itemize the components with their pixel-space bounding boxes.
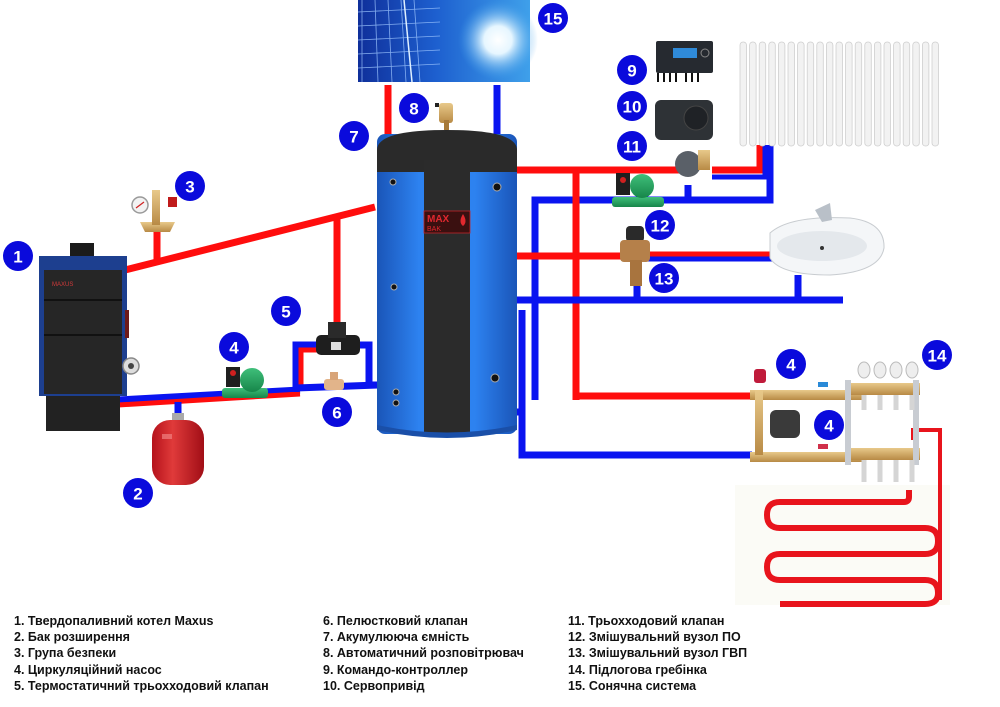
callout-number: 9 xyxy=(627,62,636,81)
circulation-pump-radiator xyxy=(612,173,664,207)
legend-column-1: 1. Твердопаливний котел Maxus 2. Бак роз… xyxy=(14,613,269,694)
radiator-bypass-pipe xyxy=(712,145,768,180)
underfloor-manifold xyxy=(845,361,920,482)
sun-icon xyxy=(458,0,538,80)
callout-number: 2 xyxy=(133,485,142,504)
three-way-valve xyxy=(675,150,710,177)
callout-number: 7 xyxy=(349,128,358,147)
dhw-mixing-valve xyxy=(620,226,650,286)
radiator-feed-pipe xyxy=(712,145,764,174)
callout-badge-2: 2 xyxy=(123,478,153,508)
legend-column-2: 6. Пелюстковий клапан 7. Акумулююча ємні… xyxy=(323,613,524,694)
callout-number: 3 xyxy=(185,178,194,197)
callout-badge-14: 14 xyxy=(922,340,952,370)
bypass-cold-pipe xyxy=(292,341,318,392)
legend-item: 11. Трьохходовий клапан xyxy=(568,614,725,628)
check-valve xyxy=(324,372,344,390)
boiler-supply-pipe xyxy=(124,203,376,274)
boiler-brand: MAXUS xyxy=(52,282,73,288)
bypass-hot-pipe xyxy=(298,347,318,390)
controller-display xyxy=(673,48,697,58)
solid-fuel-boiler: MAXUS xyxy=(39,243,140,431)
legend-item: 5. Термостатичний трьохходовий клапан xyxy=(14,678,269,693)
callout-number: 14 xyxy=(928,347,947,366)
boiler-return-mix-pipe xyxy=(117,391,301,408)
thermo-valve-out-pipe xyxy=(358,341,378,389)
controller xyxy=(656,41,713,82)
legend-item: 12. Змішувальний вузол ПО xyxy=(568,630,741,645)
thermostatic-three-way-valve xyxy=(316,322,360,355)
legend-item: 10. Сервопривід xyxy=(323,678,425,693)
legend-item: 14. Підлогова гребінка xyxy=(568,662,707,677)
legend-item: 3. Група безпеки xyxy=(14,646,117,661)
callout-badge-11: 11 xyxy=(617,131,647,161)
expansion-tank xyxy=(152,413,204,485)
legend-item: 6. Пелюстковий клапан xyxy=(323,614,468,628)
washbasin xyxy=(769,203,885,276)
callout-badge-4: 4 xyxy=(776,349,806,379)
callout-badge-15: 15 xyxy=(538,3,568,33)
legend-item: 8. Автоматичний розповітрювач xyxy=(323,646,524,661)
accumulator-tank: MAX BAK xyxy=(377,130,517,438)
callout-number: 6 xyxy=(332,404,341,423)
callout-badge-4: 4 xyxy=(814,410,844,440)
callout-number: 4 xyxy=(229,339,239,358)
solar-system xyxy=(357,0,538,83)
flame-icon xyxy=(460,214,466,226)
callout-badge-6: 6 xyxy=(322,397,352,427)
legend-item: 9. Командо-контроллер xyxy=(323,662,468,677)
servo-drive xyxy=(655,100,713,140)
legend-item: 7. Акумулююча ємність xyxy=(323,630,470,645)
callout-number: 5 xyxy=(281,303,290,322)
callout-badge-7: 7 xyxy=(339,121,369,151)
legend-item: 4. Циркуляційний насос xyxy=(14,662,162,677)
radiator xyxy=(739,41,939,147)
callout-number: 11 xyxy=(623,138,641,157)
pipes xyxy=(117,85,950,607)
callout-badge-12: 12 xyxy=(645,210,675,240)
callout-badge-4: 4 xyxy=(219,332,249,362)
legend-item: 15. Сонячна система xyxy=(568,678,697,693)
mixing-unit-pump xyxy=(770,410,800,438)
safety-group xyxy=(131,190,177,232)
callout-badge-10: 10 xyxy=(617,91,647,121)
tank-brand-max: MAX xyxy=(427,214,450,225)
callout-badge-1: 1 xyxy=(3,241,33,271)
callout-badge-9: 9 xyxy=(617,55,647,85)
callout-number: 4 xyxy=(786,356,796,375)
legend-item: 2. Бак розширення xyxy=(14,630,130,645)
callout-number: 4 xyxy=(824,417,834,436)
boiler-return-pipe xyxy=(117,386,301,404)
faucet-icon xyxy=(815,203,832,222)
callout-number: 15 xyxy=(544,10,563,29)
legend-column-3: 11. Трьохходовий клапан 12. Змішувальний… xyxy=(568,613,747,694)
legend-item: 13. Змішувальний вузол ГВП xyxy=(568,646,748,661)
callout-number: 8 xyxy=(409,100,418,119)
callout-number: 12 xyxy=(651,217,670,236)
callout-badge-13: 13 xyxy=(649,263,679,293)
callout-number: 1 xyxy=(13,248,22,267)
callout-badge-5: 5 xyxy=(271,296,301,326)
callout-badge-3: 3 xyxy=(175,171,205,201)
callout-badge-8: 8 xyxy=(399,93,429,123)
legend-item: 1. Твердопаливний котел Maxus xyxy=(14,614,214,628)
automatic-air-vent xyxy=(435,103,453,130)
underfloor-return-pipe xyxy=(518,310,752,459)
underfloor-mixing-unit xyxy=(750,369,865,462)
underfloor-heating-loop xyxy=(763,490,942,607)
tank-brand-bak: BAK xyxy=(427,226,441,233)
callout-number: 10 xyxy=(623,98,642,117)
callout-number: 13 xyxy=(655,270,674,289)
circulation-pump-boiler xyxy=(222,367,268,398)
